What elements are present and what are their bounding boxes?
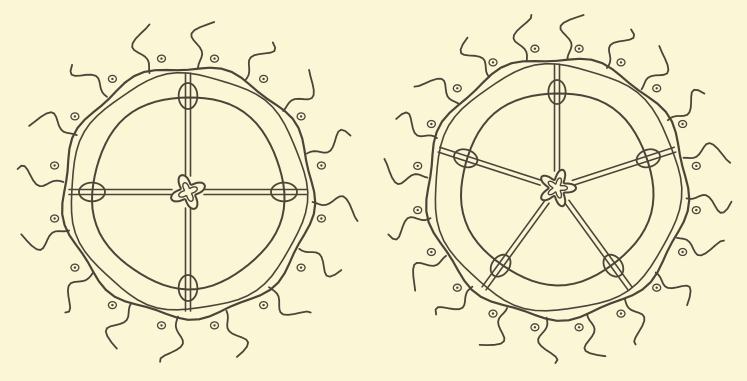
marginal-bulb-dot — [492, 312, 494, 314]
marginal-bulb-dot — [456, 87, 458, 89]
tentacle — [313, 196, 358, 221]
marginal-bulb-dot — [53, 164, 55, 166]
marginal-bulb-dot — [160, 324, 162, 326]
marginal-bulb-dot — [262, 304, 264, 306]
tentacle — [283, 70, 314, 111]
marginal-bulb-dot — [300, 115, 302, 117]
tentacle — [227, 311, 249, 357]
tentacle — [132, 24, 149, 73]
tentacle — [269, 287, 311, 315]
marginal-bulb-dot — [262, 78, 264, 80]
marginal-bulb-dot — [695, 209, 697, 211]
bell-margin-outer — [426, 59, 689, 321]
marginal-bulb-dot — [620, 312, 622, 314]
tentacle — [414, 79, 458, 104]
marginal-bulb-dot — [695, 165, 697, 167]
marginal-bulb-dot — [213, 324, 215, 326]
marginal-bulb-dot — [456, 287, 458, 289]
marginal-bulb-dot — [492, 61, 494, 63]
marginal-bulb-dot — [320, 217, 322, 219]
tentacle — [71, 65, 108, 97]
marginal-bulb-dot — [213, 57, 215, 59]
tentacle — [388, 217, 430, 239]
stomach-outer — [171, 175, 205, 209]
marginal-bulb-dot — [111, 78, 113, 80]
marginal-bulb-dot — [578, 326, 580, 328]
medusa-four-radial-figure — [0, 0, 374, 381]
tentacle — [514, 15, 532, 62]
medusa-five-radial-figure — [374, 0, 747, 381]
tentacle — [687, 195, 732, 213]
marginal-bulb-dot — [417, 165, 419, 167]
marginal-bulb-dot — [53, 217, 55, 219]
tentacle — [684, 143, 731, 163]
tentacle — [245, 42, 275, 80]
tentacle — [436, 287, 473, 315]
marginal-bulb-dot — [430, 123, 432, 125]
gonad — [548, 80, 565, 104]
tentacle — [413, 256, 446, 291]
marginal-bulb-dot — [417, 209, 419, 211]
marginal-bulb-dot — [620, 61, 622, 63]
tentacle — [677, 238, 724, 256]
marginal-bulb-dot — [74, 115, 76, 117]
tentacle — [29, 112, 76, 135]
stomach-inner — [179, 183, 198, 202]
marginal-bulb-dot — [160, 57, 162, 59]
marginal-bulb-dot — [430, 251, 432, 253]
marginal-bulb-dot — [534, 326, 536, 328]
marginal-bulb-dot — [320, 164, 322, 166]
marginal-bulb-dot — [300, 266, 302, 268]
tentacle — [538, 318, 557, 363]
tentacle — [65, 273, 93, 313]
gonad — [179, 83, 198, 109]
tentacle — [668, 90, 705, 120]
bell-margin-inner — [435, 64, 681, 311]
marginal-bulb-dot — [111, 304, 113, 306]
ring-canal — [92, 98, 285, 290]
tentacle — [584, 315, 605, 357]
tentacle — [461, 38, 490, 78]
tentacle — [642, 46, 669, 89]
marginal-bulb-dot — [578, 48, 580, 50]
tentacle — [106, 303, 131, 348]
tentacle — [307, 130, 351, 154]
marginal-bulb-dot — [681, 251, 683, 253]
tentacle — [299, 249, 341, 277]
marginal-bulb-dot — [74, 266, 76, 268]
tentacle — [384, 159, 427, 184]
tentacle — [625, 299, 645, 345]
tentacle — [160, 317, 183, 362]
marginal-bulb-dot — [656, 87, 658, 89]
tentacle — [21, 231, 69, 251]
stomach-outer — [541, 170, 576, 206]
marginal-bulb-dot — [656, 287, 658, 289]
tentacle — [396, 112, 437, 138]
ring-canal — [461, 94, 654, 286]
marginal-bulb-dot — [534, 48, 536, 50]
marginal-bulb-dot — [681, 123, 683, 125]
